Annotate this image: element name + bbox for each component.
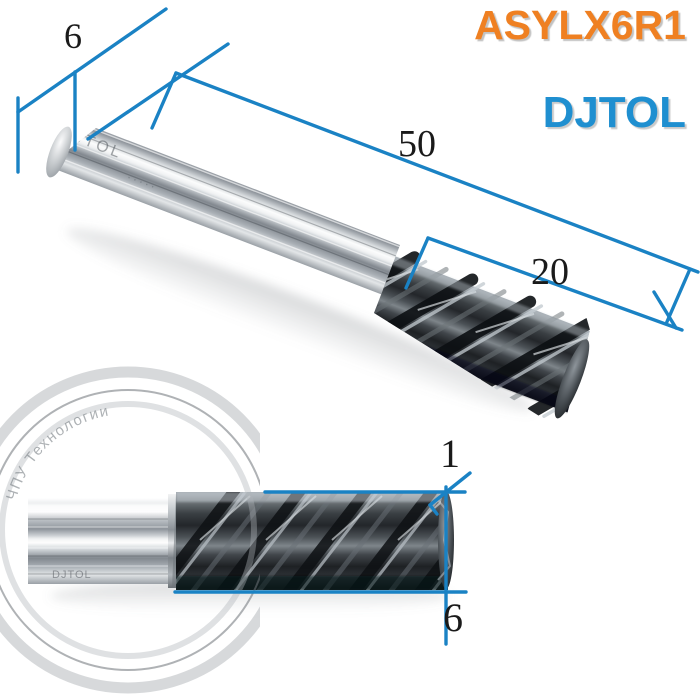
dimension-annotations xyxy=(16,7,700,646)
dimension-shank-diameter xyxy=(16,7,230,174)
shank-end-face xyxy=(46,126,72,178)
product-model-title: ASYLX6R1 xyxy=(474,2,686,48)
dimension-cutting-diameter xyxy=(173,485,468,646)
dimension-label-corner-radius: 1 xyxy=(440,431,460,476)
dimension-label-cutting-diameter: 6 xyxy=(443,595,463,640)
dimension-label-flute-length: 20 xyxy=(531,251,569,293)
brand-name-title: DJTOL xyxy=(542,88,686,137)
cutting-end-face xyxy=(554,339,590,419)
detail-view-photo: DJTOL xyxy=(28,491,454,612)
dimension-flute-length xyxy=(404,236,684,332)
dimension-label-shank-diameter: 6 xyxy=(64,16,82,56)
dimension-corner-radius xyxy=(263,471,472,516)
detail-shank-engraving: DJTOL xyxy=(52,569,92,581)
dimension-overall-length xyxy=(150,71,700,326)
dimension-label-overall-length: 50 xyxy=(398,123,436,165)
